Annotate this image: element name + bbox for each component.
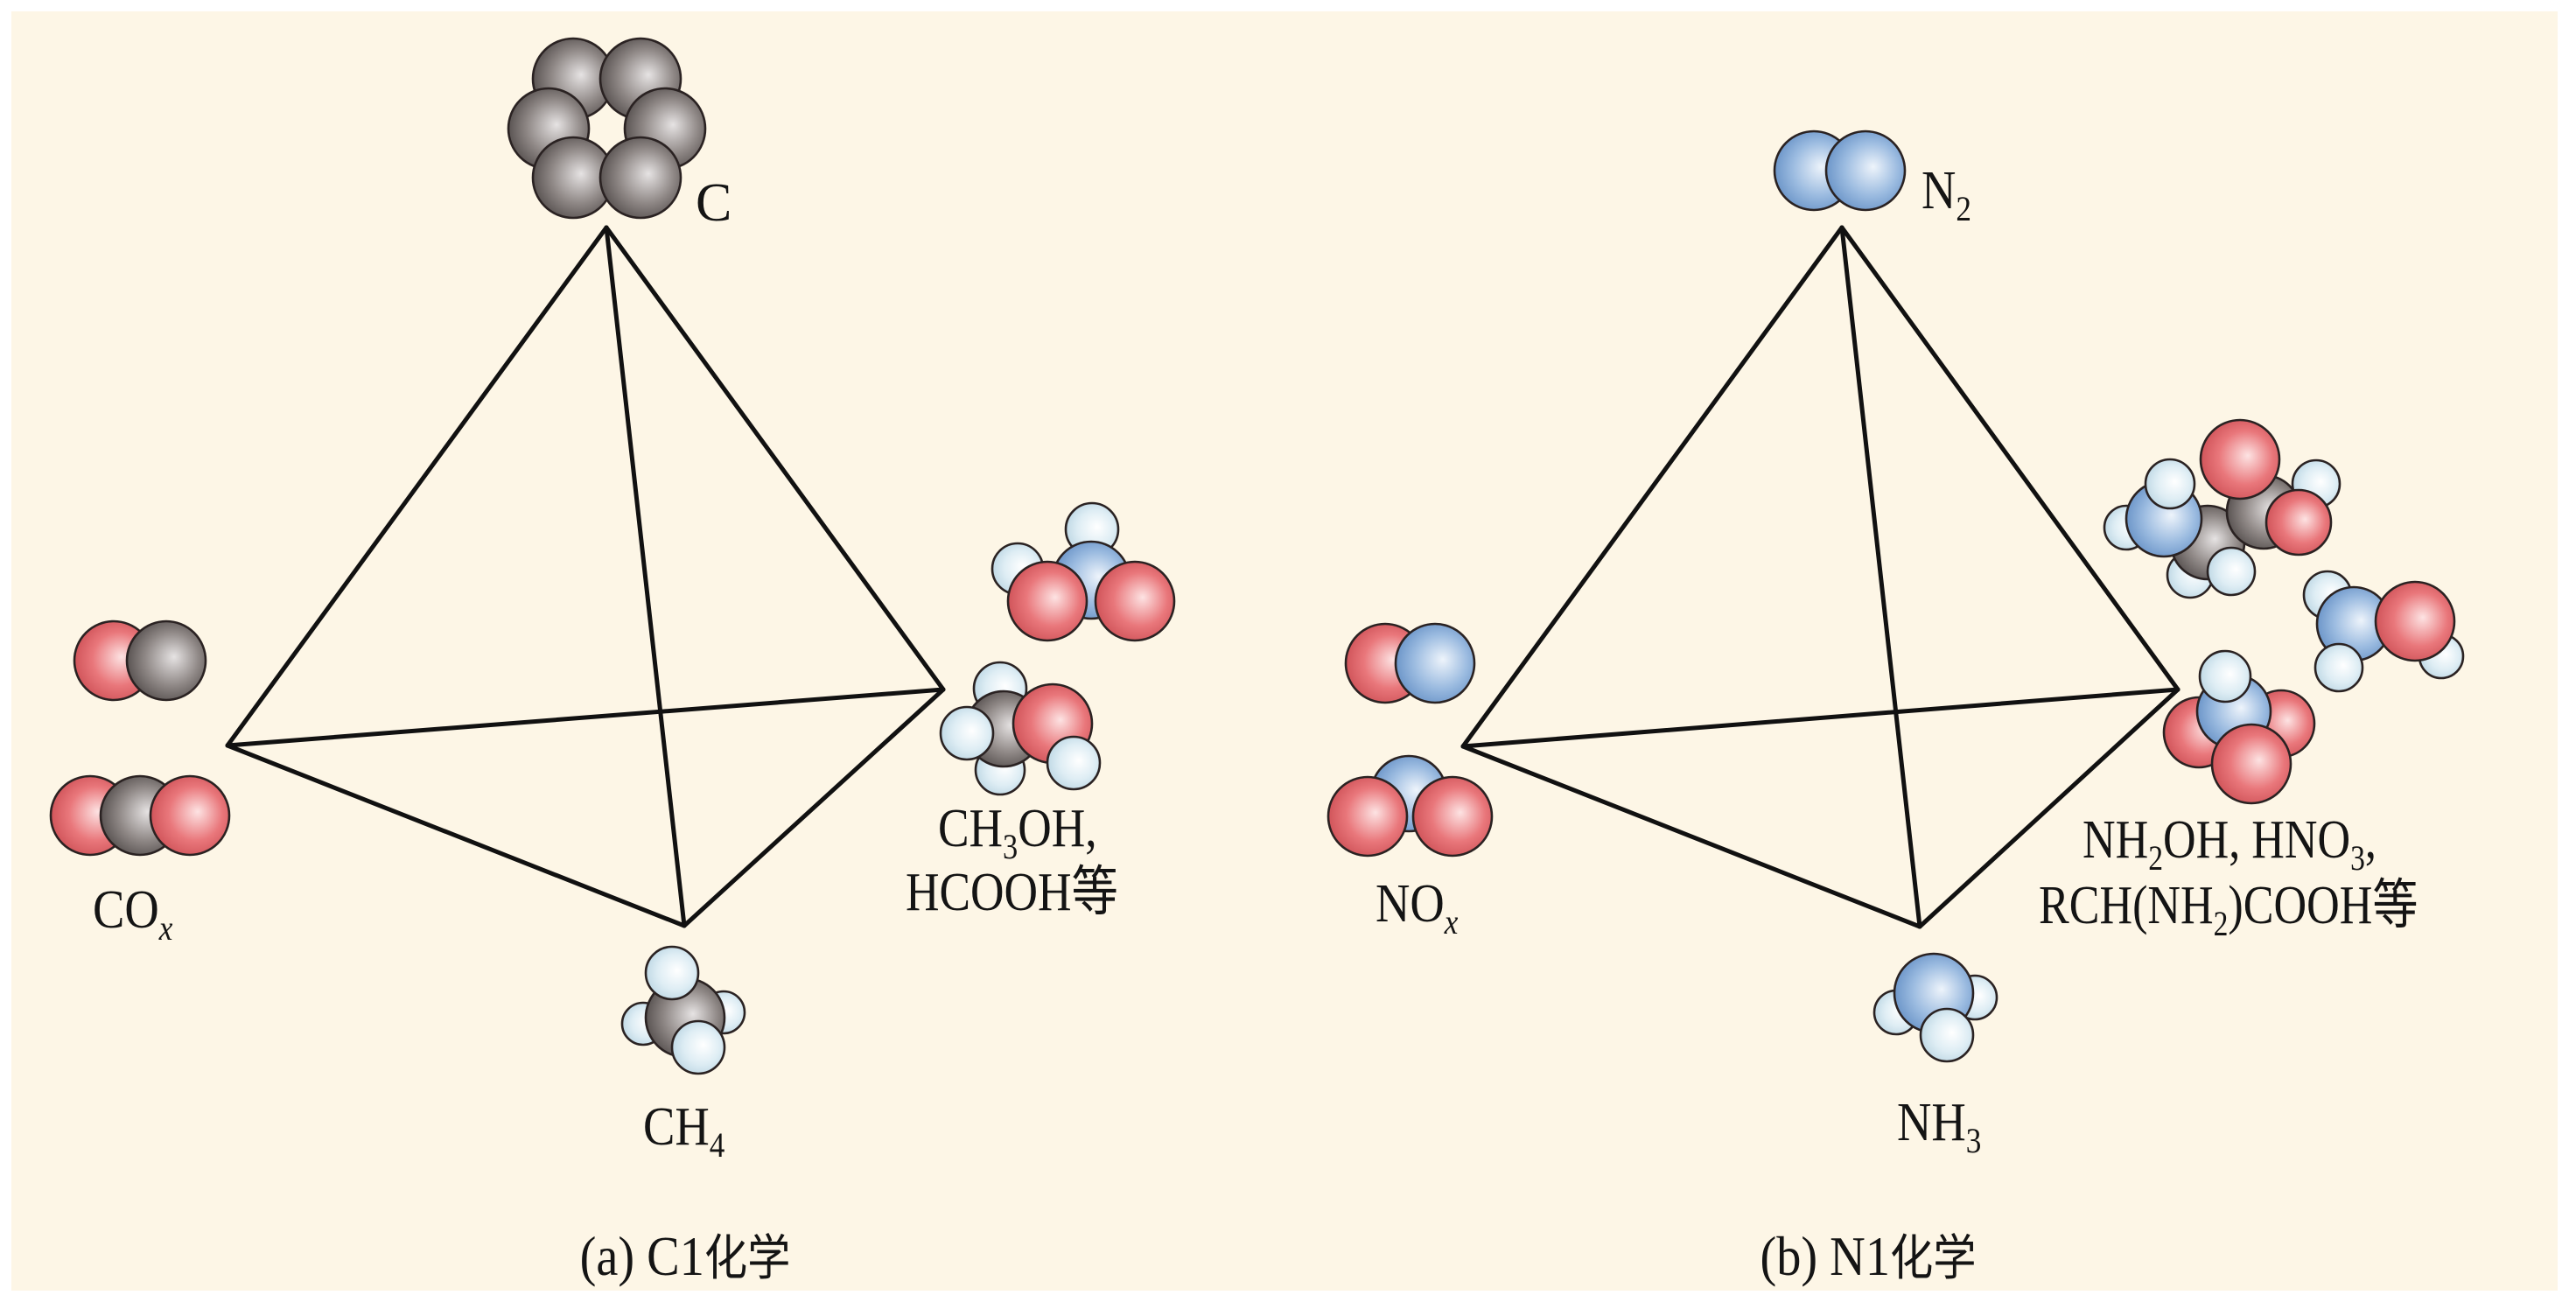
hno2-molecule xyxy=(990,501,1176,642)
figure-background xyxy=(11,11,2558,1291)
carbon-ring-molecule xyxy=(507,37,707,220)
edge-right-bottom xyxy=(1917,687,2180,929)
label-line1-b: OH, HNO xyxy=(2163,810,2350,870)
oxygen-atom xyxy=(2374,580,2456,662)
caption-b-prefix: (b) N1 xyxy=(1760,1226,1890,1288)
ch4-molecule xyxy=(620,945,746,1075)
label-line1-b-sub: 3 xyxy=(2350,838,2365,877)
edge-apex-right xyxy=(1839,225,2180,692)
edge-apex-right xyxy=(604,225,946,692)
caption-a-suffix: 化学 xyxy=(704,1230,791,1287)
hydrogen-atom xyxy=(1046,735,1102,791)
label-line2-a-sub: 2 xyxy=(2214,904,2229,942)
label-n2-sub: 2 xyxy=(1956,190,1971,229)
label-ch3oh-sub: 3 xyxy=(1003,829,1018,867)
label-cox-main: CO xyxy=(93,879,159,940)
hydrogen-atom xyxy=(2144,458,2196,510)
label-n2-main: N xyxy=(1922,160,1956,220)
hydrogen-atom xyxy=(670,1019,726,1075)
panel-a-c1-chemistry: C COx CH4 CH3OH, HCOOH等 (a) C1化学 xyxy=(49,37,1176,1288)
caption-b: (b) N1化学 xyxy=(1760,1226,1976,1288)
label-ch3oh-b: OH, xyxy=(1018,797,1096,858)
amino-acid-molecule xyxy=(2103,418,2342,599)
oxygen-atom xyxy=(2210,723,2292,805)
edge-right-bottom xyxy=(682,687,946,928)
hydrogen-atom xyxy=(2198,649,2252,704)
hydrogen-atom xyxy=(644,945,700,1001)
edge-left-bottom xyxy=(1460,744,1922,929)
oxygen-atom xyxy=(2264,488,2333,556)
n2-molecule xyxy=(1773,130,1907,212)
nh3-molecule xyxy=(1872,952,1998,1063)
hydrogen-atom xyxy=(939,705,995,761)
label-nox-sub: x xyxy=(1444,903,1459,942)
label-hcooh: HCOOH等 xyxy=(906,861,1118,922)
edge-apex-left xyxy=(225,225,609,748)
label-cox-sub: x xyxy=(158,909,173,948)
nh2oh-molecule xyxy=(2302,570,2465,693)
label-line1-c: , xyxy=(2365,810,2376,870)
panel-b-n1-chemistry: N2 NOx NH3 NH2OH, HNO3, RCH(NH2)COOH等 (b… xyxy=(1326,130,2465,1288)
no2-molecule xyxy=(1326,754,1494,858)
label-line1-a: NH xyxy=(2082,810,2148,870)
label-line2-b: )COOH等 xyxy=(2228,876,2418,935)
caption-a: (a) C1化学 xyxy=(580,1226,791,1288)
oxygen-atom xyxy=(1411,775,1494,858)
edge-apex-bottom xyxy=(604,225,687,928)
label-nh3-main: NH xyxy=(1897,1092,1966,1152)
label-ch4: CH4 xyxy=(643,1096,725,1166)
label-ch4-sub: 4 xyxy=(710,1126,725,1166)
carbon-atom xyxy=(125,620,207,702)
label-nh2oh-hno3: NH2OH, HNO3, xyxy=(2082,810,2376,878)
nitrogen-atom xyxy=(1394,622,1476,704)
co-molecule xyxy=(73,620,207,702)
label-nox-main: NO xyxy=(1376,873,1445,934)
oxygen-atom xyxy=(2199,418,2281,500)
hydrogen-atom xyxy=(1919,1007,1975,1063)
label-nox: NOx xyxy=(1376,873,1459,942)
edge-left-right xyxy=(225,687,946,748)
carbon-atom xyxy=(598,136,682,220)
label-ch4-main: CH xyxy=(643,1096,710,1157)
tetrahedron-b xyxy=(1460,225,2180,929)
label-amino-acid: RCH(NH2)COOH等 xyxy=(2039,876,2418,943)
label-nh3: NH3 xyxy=(1897,1092,1981,1161)
oxygen-atom xyxy=(1326,775,1409,858)
label-n2: N2 xyxy=(1922,160,1971,229)
label-line1-a-sub: 2 xyxy=(2148,838,2163,877)
edge-apex-left xyxy=(1460,225,1844,749)
tetrahedron-a xyxy=(225,225,946,928)
label-ch3oh-a: CH xyxy=(938,797,1003,858)
co2-molecule xyxy=(49,774,231,857)
oxygen-atom xyxy=(149,774,231,857)
label-nh3-sub: 3 xyxy=(1966,1122,1982,1161)
edge-apex-bottom xyxy=(1839,225,1922,929)
label-cox: COx xyxy=(93,879,173,948)
nitrogen-atom xyxy=(1824,130,1907,212)
edge-left-bottom xyxy=(225,743,687,928)
oxygen-atom xyxy=(1006,560,1088,642)
caption-b-suffix: 化学 xyxy=(1890,1230,1977,1287)
label-line2-a: RCH(NH xyxy=(2039,876,2214,935)
caption-a-prefix: (a) C1 xyxy=(580,1226,704,1288)
no-molecule xyxy=(1344,622,1476,704)
hydrogen-atom xyxy=(2314,642,2364,693)
label-ch3oh: CH3OH, xyxy=(938,797,1097,866)
label-c: C xyxy=(696,173,732,233)
ch3oh-molecule xyxy=(939,661,1102,796)
hydrogen-atom xyxy=(2206,546,2257,597)
edge-left-right xyxy=(1460,687,2180,749)
hno3-molecule xyxy=(2162,649,2316,805)
oxygen-atom xyxy=(1094,560,1176,642)
